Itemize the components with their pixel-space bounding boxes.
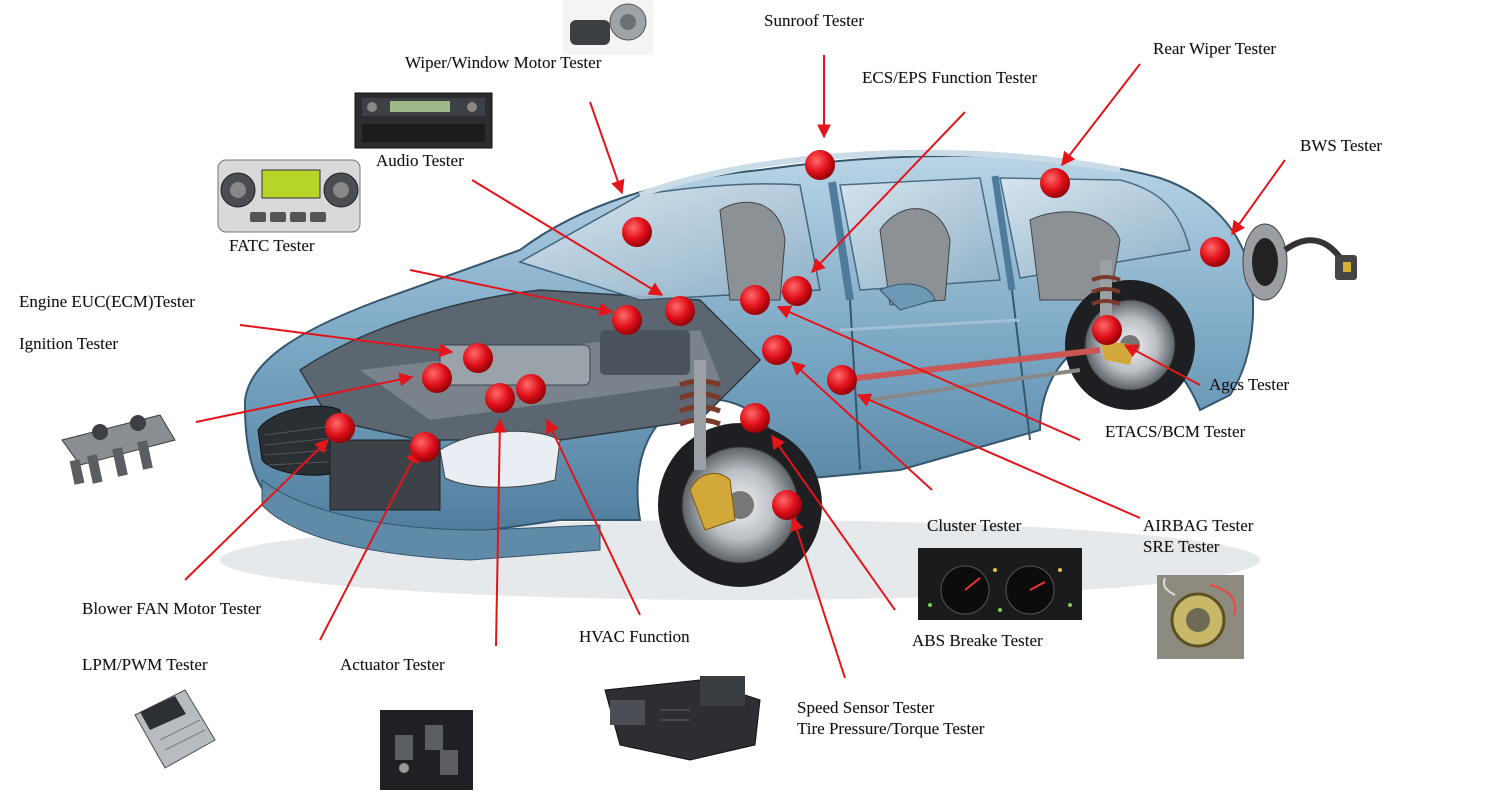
test-point (805, 150, 835, 180)
test-point (325, 413, 355, 443)
arrow-actuator (492, 418, 507, 647)
arrow-fatc (409, 269, 614, 317)
clock-spring-photo (1157, 575, 1244, 659)
test-point (1200, 237, 1230, 267)
arrow-ecs-eps (811, 111, 966, 274)
test-point (782, 276, 812, 306)
arrow-lpm-pwm (319, 448, 419, 641)
label-speed-sensor-tester: Speed Sensor Tester (797, 698, 935, 717)
label-actuator-tester: Actuator Tester (340, 655, 445, 674)
arrow-cluster (790, 361, 933, 491)
label-ignition-tester: Ignition Tester (19, 334, 119, 353)
test-point (740, 403, 770, 433)
label-blower-fan-motor-tester: Blower FAN Motor Tester (82, 599, 262, 618)
instrument-cluster-photo (918, 548, 1082, 620)
arrow-speed-sensor (790, 516, 846, 679)
test-point (772, 490, 802, 520)
label-agcs-tester: Agcs Tester (1209, 375, 1290, 394)
arrow-airbag (856, 393, 1141, 519)
arrow-engine-ecu (239, 324, 454, 358)
test-point (1092, 315, 1122, 345)
label-fatc-tester: FATC Tester (229, 236, 315, 255)
ecu-module-photo (134, 689, 216, 769)
car-audio-head-unit-photo (354, 92, 493, 149)
label-abs-breake-tester: ABS Breake Tester (912, 631, 1043, 650)
test-point (612, 305, 642, 335)
test-point (740, 285, 770, 315)
hvac-unit-photo (604, 676, 761, 761)
label-sre-tester: SRE Tester (1143, 537, 1220, 556)
label-sunroof-tester: Sunroof Tester (764, 11, 865, 30)
car-cutaway-illustration (220, 149, 1260, 600)
label-engine-ecu-tester: Engine EUC(ECM)Tester (19, 292, 195, 311)
test-point (762, 335, 792, 365)
ignition-coil-photo (61, 414, 176, 485)
label-cluster-tester: Cluster Tester (927, 516, 1022, 535)
arrow-etacs (776, 305, 1081, 441)
wiper-motor-photo (563, 0, 653, 55)
actuator-photo (380, 710, 473, 790)
label-tire-pressure-torque-tester: Tire Pressure/Torque Tester (797, 719, 985, 738)
test-point (1040, 168, 1070, 198)
arrow-blower (184, 439, 330, 581)
test-point (516, 374, 546, 404)
parking-sensor-photo (1242, 223, 1357, 301)
arrow-ignition (195, 372, 414, 423)
test-point (410, 432, 440, 462)
test-point (485, 383, 515, 413)
test-points (325, 150, 1230, 520)
arrow-agcs (1123, 344, 1201, 386)
test-point (463, 343, 493, 373)
label-wiper-window-motor-tester: Wiper/Window Motor Tester (405, 53, 602, 72)
test-point (422, 363, 452, 393)
arrow-wiper-window (589, 101, 625, 195)
arrow-hvac (546, 418, 641, 616)
arrow-bws (1231, 159, 1286, 236)
climate-control-panel-photo (217, 159, 361, 233)
label-airbag-tester: AIRBAG Tester (1143, 516, 1254, 535)
label-bws-tester: BWS Tester (1300, 136, 1383, 155)
leader-lines (184, 55, 1286, 679)
test-point (622, 217, 652, 247)
arrow-rear-wiper (1061, 63, 1141, 167)
label-ecs-eps-function-tester: ECS/EPS Function Tester (862, 68, 1038, 87)
label-lpm-pwm-tester: LPM/PWM Tester (82, 655, 208, 674)
arrow-audio (471, 179, 664, 296)
arrow-abs (771, 434, 896, 611)
label-audio-tester: Audio Tester (376, 151, 464, 170)
test-point (665, 296, 695, 326)
label-etacs-bcm-tester: ETACS/BCM Tester (1105, 422, 1246, 441)
label-hvac-function: HVAC Function (579, 627, 690, 646)
test-point (827, 365, 857, 395)
label-rear-wiper-tester: Rear Wiper Tester (1153, 39, 1277, 58)
